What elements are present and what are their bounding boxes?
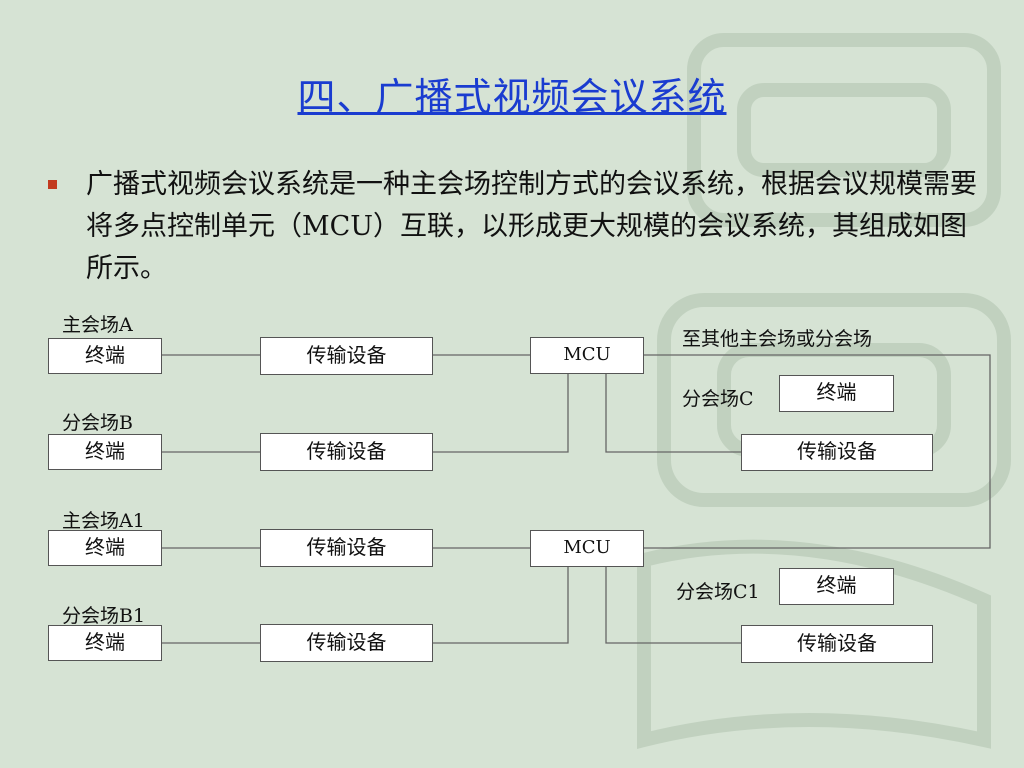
terminal-main-a1: 终端 — [48, 530, 162, 566]
label-branch-b1: 分会场B1 — [62, 605, 146, 627]
terminal-main-a: 终端 — [48, 338, 162, 374]
transmission-main-a: 传输设备 — [260, 337, 433, 375]
terminal-branch-c1: 终端 — [779, 568, 894, 605]
label-main-a1: 主会场A1 — [62, 510, 145, 532]
slide-title: 四、广播式视频会议系统 — [297, 75, 727, 119]
bullet-text: 广播式视频会议系统是一种主会场控制方式的会议系统，根据会议规模需要将多点控制单元… — [86, 169, 977, 284]
transmission-branch-b1: 传输设备 — [260, 624, 433, 662]
label-main-a: 主会场A — [62, 314, 133, 336]
transmission-branch-b: 传输设备 — [260, 433, 433, 471]
label-branch-b: 分会场B — [62, 412, 133, 434]
terminal-branch-b: 终端 — [48, 434, 162, 470]
label-branch-c1: 分会场C1 — [676, 581, 760, 603]
transmission-main-a1: 传输设备 — [260, 529, 433, 567]
terminal-branch-c: 终端 — [779, 375, 894, 412]
mcu-bottom: MCU — [530, 530, 644, 567]
terminal-branch-b1: 终端 — [48, 625, 162, 661]
mcu-top: MCU — [530, 337, 644, 374]
label-to-others: 至其他主会场或分会场 — [682, 328, 873, 350]
label-branch-c: 分会场C — [682, 388, 754, 410]
bullet-marker — [48, 180, 57, 189]
transmission-branch-c: 传输设备 — [741, 434, 933, 471]
transmission-branch-c1: 传输设备 — [741, 625, 933, 663]
